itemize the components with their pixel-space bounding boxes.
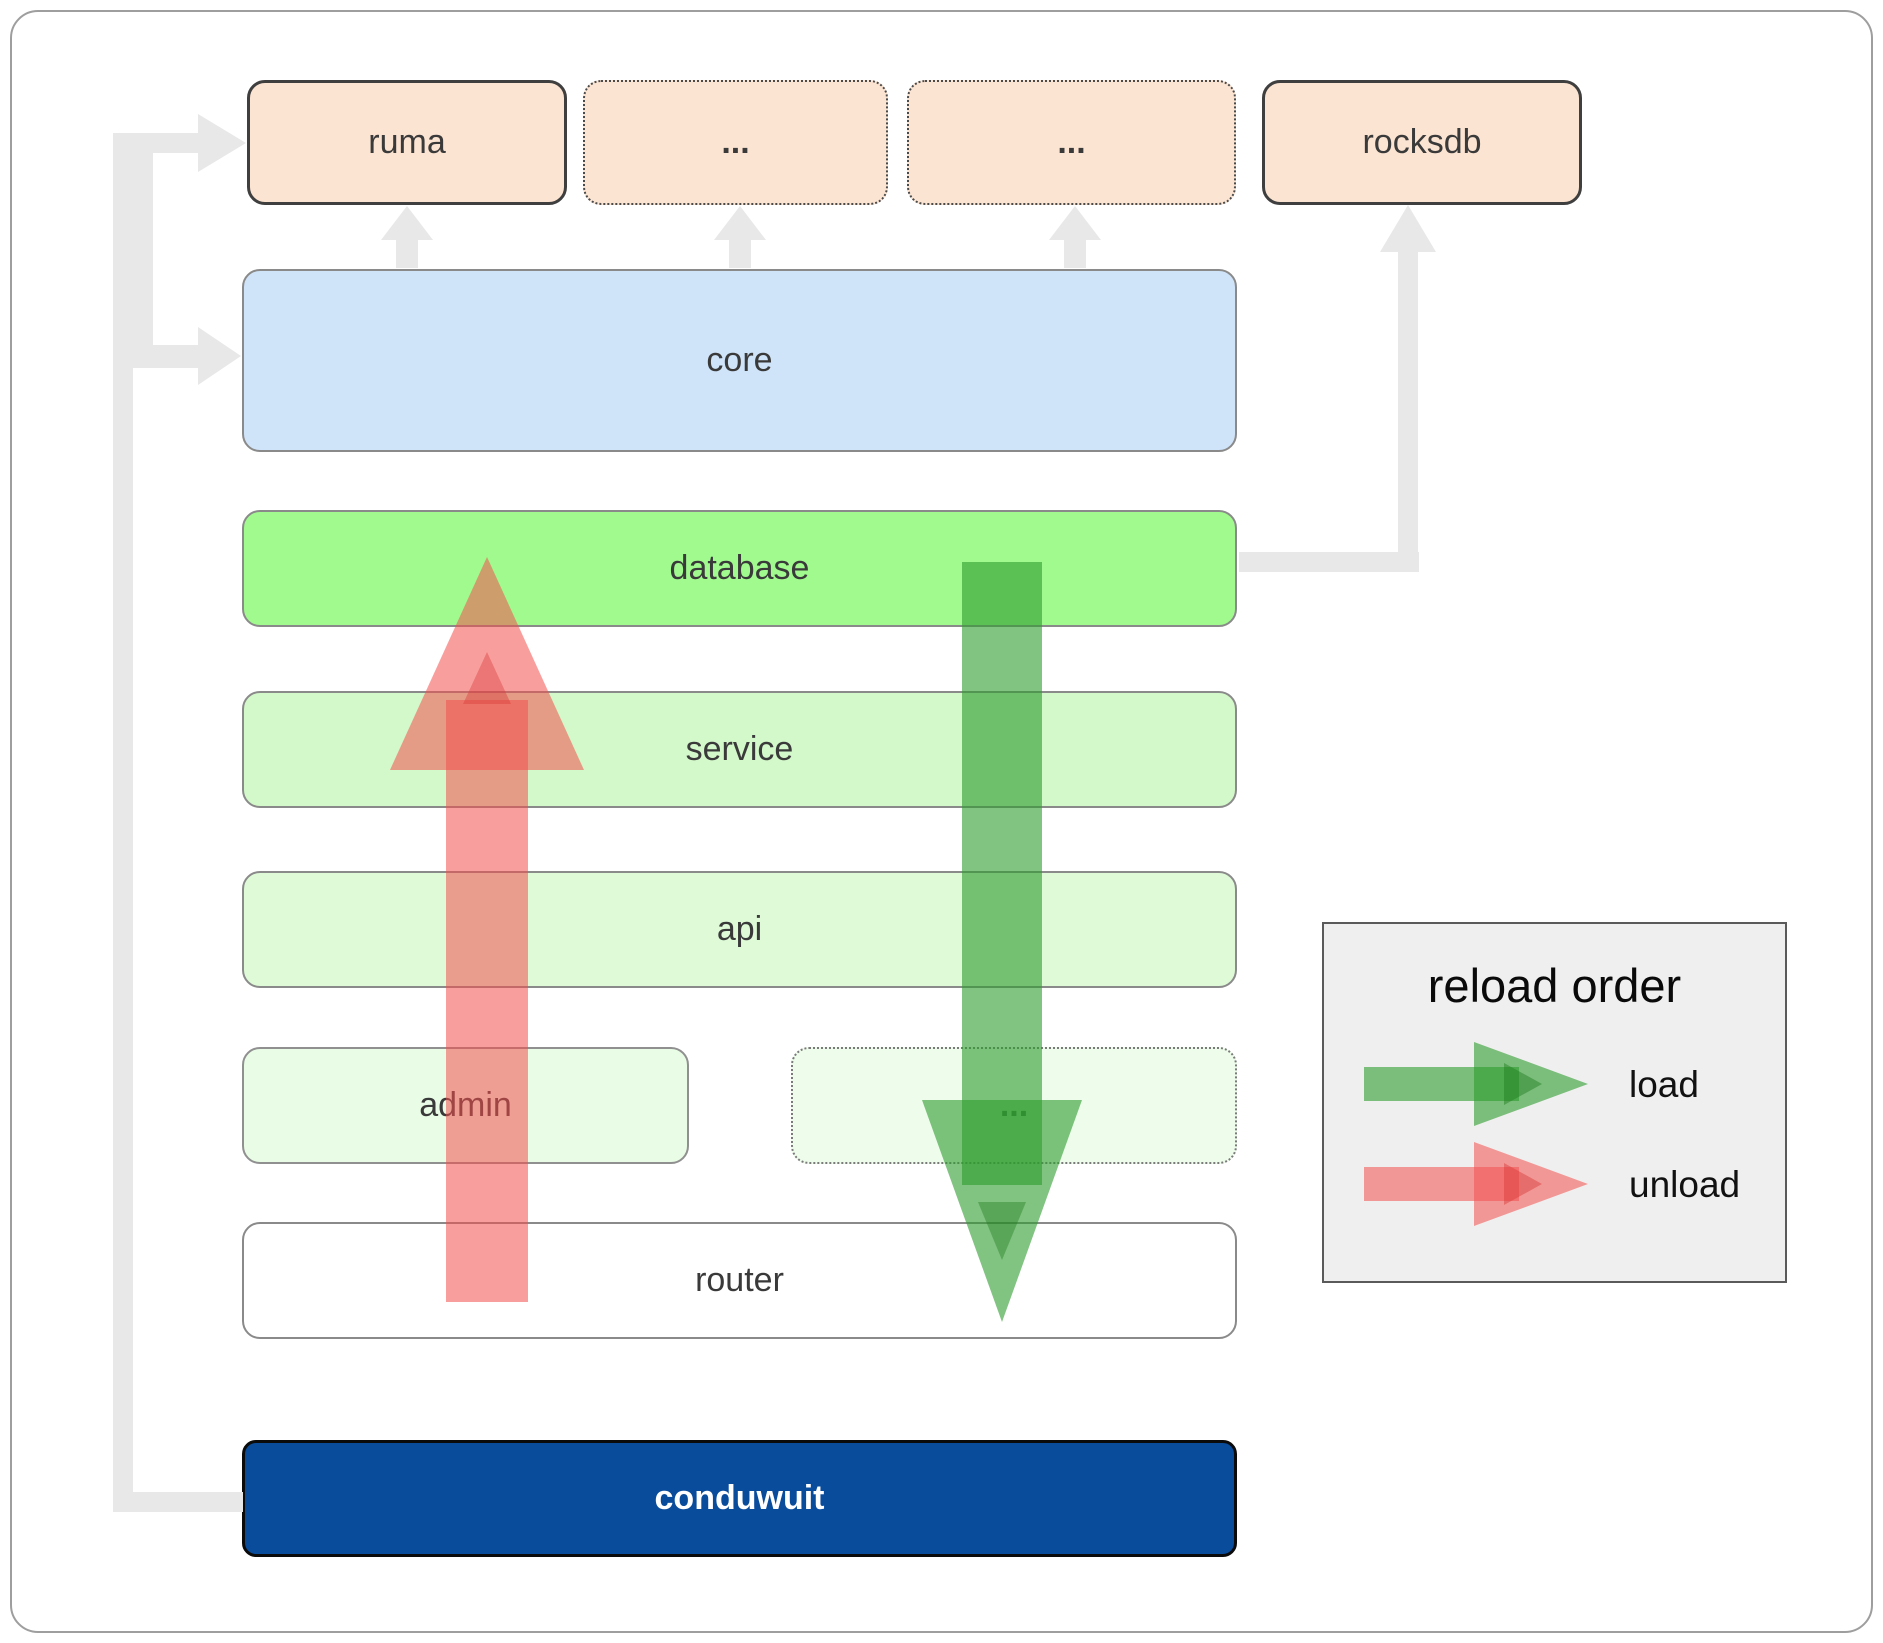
legend: reload order load unload xyxy=(1322,922,1787,1283)
node-admin: admin xyxy=(242,1047,689,1164)
node-router-label: router xyxy=(695,1261,784,1299)
legend-load-arrow-icon xyxy=(1364,1042,1588,1126)
node-service: service xyxy=(242,691,1237,808)
node-api: api xyxy=(242,871,1237,988)
node-database: database xyxy=(242,510,1237,627)
node-admin-label: admin xyxy=(419,1086,512,1124)
node-ruma: ruma xyxy=(247,80,567,205)
legend-unload-arrow-icon xyxy=(1364,1142,1588,1226)
node-ellipsis-bottom-label: ... xyxy=(999,1086,1029,1124)
node-ellipsis-top-2-label: ... xyxy=(1057,123,1086,161)
node-router: router xyxy=(242,1222,1237,1339)
node-core: core xyxy=(242,269,1237,452)
node-ellipsis-bottom: ... xyxy=(791,1047,1237,1164)
node-ruma-label: ruma xyxy=(368,123,446,161)
node-api-label: api xyxy=(716,910,763,948)
node-ellipsis-top-2: ... xyxy=(907,80,1236,205)
node-service-label: service xyxy=(685,730,794,768)
node-conduwuit: conduwuit xyxy=(242,1440,1237,1557)
node-rocksdb: rocksdb xyxy=(1262,80,1582,205)
node-rocksdb-label: rocksdb xyxy=(1362,123,1482,161)
node-conduwuit-label: conduwuit xyxy=(654,1479,825,1517)
node-core-label: core xyxy=(706,341,773,379)
node-ellipsis-top-1: ... xyxy=(583,80,888,205)
legend-unload-label: unload xyxy=(1629,1164,1741,1205)
legend-title: reload order xyxy=(1427,959,1682,1012)
legend-load-label: load xyxy=(1629,1064,1699,1105)
node-ellipsis-top-1-label: ... xyxy=(721,123,750,161)
outer-frame xyxy=(10,10,1873,1633)
node-database-label: database xyxy=(669,549,810,587)
